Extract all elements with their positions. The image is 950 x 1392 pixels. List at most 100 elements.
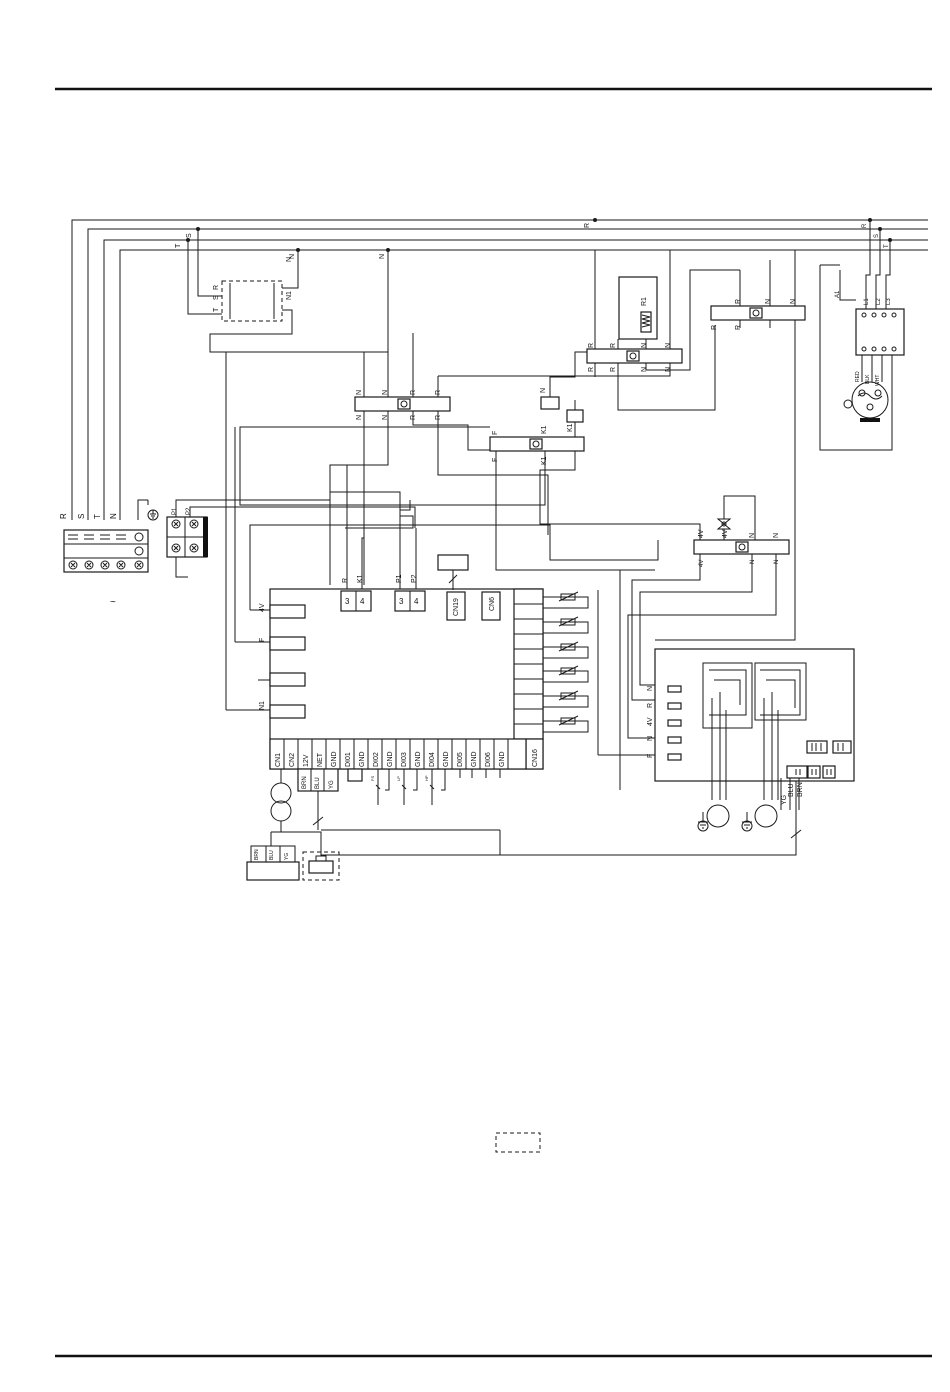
cr-top-3: N (665, 343, 672, 348)
terminal-label-t: T (93, 514, 102, 519)
contactor-left: N N R R N N R R (329, 250, 549, 585)
remote-yg: YG (284, 853, 290, 860)
switch-hp: HP (424, 775, 429, 781)
valve-4v: 4V 4V N N 4V N N (539, 451, 790, 739)
p2-label: P2 (186, 507, 192, 515)
cf-top-0: R (735, 299, 742, 304)
valve-b-n1: N (750, 560, 756, 564)
outdoor-f: F (647, 754, 654, 758)
bottom-di03: DI03 (401, 752, 408, 767)
power-terminal-block: R S T N ~ (59, 499, 159, 608)
cr-bot-3: N (665, 367, 672, 372)
cf-top-1: R (735, 325, 742, 330)
valve-4v-a: 4V (698, 529, 705, 538)
k1-top: K1 (541, 425, 548, 434)
switch-lp: LP (396, 776, 401, 781)
bottom-net: NET (317, 752, 324, 767)
comp-l2: L2 (876, 298, 882, 305)
board-left-4v: 4V (259, 603, 266, 612)
cf-top-3: N (790, 299, 797, 304)
bottom-gnd6: GND (471, 751, 478, 767)
outdoor-blu: BLU (788, 783, 795, 797)
board-cn19: CN19 (453, 598, 460, 616)
bus-label-n1: N (289, 254, 296, 259)
bottom-gnd2: GND (359, 751, 366, 767)
cl-top-1: N (382, 390, 389, 395)
bottom-di04: DI04 (429, 752, 436, 767)
comp-wht: WHT (875, 375, 881, 386)
outdoor-r: R (647, 703, 654, 708)
comp-r: R (862, 223, 868, 228)
tx-s: S (213, 295, 220, 300)
comp-t: T (884, 244, 890, 248)
tx-t: T (213, 307, 220, 312)
k1-side: K1 (567, 423, 574, 432)
legend-placeholder (495, 1132, 541, 1153)
bottom-cn1: CN1 (275, 753, 282, 767)
bottom-di05: DI05 (457, 752, 464, 767)
outdoor-4v: 4V (647, 717, 654, 726)
board-wire-blu: BLU (315, 777, 321, 789)
contactor-right: R1 R R N N R R N N (438, 250, 740, 411)
comp-a1: A1 (835, 290, 841, 298)
board-conn-p2: P2 (411, 574, 418, 583)
bottom-12v: 12V (303, 754, 310, 767)
bottom-gnd5: GND (443, 751, 450, 767)
outdoor-n1: N (647, 686, 654, 691)
valve-b-n2: N (774, 560, 780, 564)
relay-k1: F K1 N K1 F K1 (239, 250, 621, 790)
comp-blk: BLK (865, 374, 871, 384)
cl-bot-0: N (356, 415, 363, 420)
cr-top-0: R (588, 343, 595, 348)
outdoor-n2: N (647, 736, 654, 741)
cr-bot-1: R (610, 367, 617, 372)
bus-label-n2: N (379, 254, 386, 259)
cr-top-1: R (610, 343, 617, 348)
cf-top-2: N (765, 299, 772, 304)
r1-label: R1 (641, 297, 648, 306)
bottom-gnd1: GND (331, 751, 338, 767)
control-board: R K1 P1 P2 3 4 3 4 CN19 CN6 4V F N1 (225, 352, 659, 770)
comp-l3: L3 (886, 298, 892, 305)
p-terminal: P1 P2 (166, 491, 416, 578)
remote-blu: BLU (269, 850, 275, 860)
tx-n: N (286, 257, 293, 262)
compressor-block: L1 L2 L3 R S T A1 RED BLK WHT (819, 220, 905, 451)
valve-b-4v: 4V (699, 560, 705, 567)
ac-symbol: ~ (110, 597, 116, 608)
pin-3b: 3 (399, 597, 404, 606)
outdoor-yg: YG (781, 795, 788, 805)
bus-label-t: T (175, 243, 182, 248)
cr-bot-0: R (588, 367, 595, 372)
bottom-gnd3: GND (387, 751, 394, 767)
board-conn-r: R (342, 578, 349, 583)
outdoor-unit: N R 4V N F YG BLU BRN (597, 569, 855, 832)
bottom-cn2: CN2 (289, 753, 296, 767)
comp-red: RED (855, 371, 861, 382)
cr-bot-2: N (641, 367, 648, 372)
board-bottom-wiring: BRN BLU YG FS LP HP (270, 768, 802, 856)
bus-lines: T S R N N (71, 218, 928, 520)
bottom-di01: DI01 (345, 752, 352, 767)
board-conn-k1: K1 (357, 574, 364, 583)
board-left-f: F (259, 638, 266, 642)
bus-label-s: S (186, 233, 193, 238)
board-cn16: CN16 (532, 749, 539, 767)
terminal-label-s: S (77, 514, 86, 519)
p1-label: P1 (172, 507, 178, 515)
board-cn6: CN6 (489, 597, 496, 611)
transformer: R S T N N1 (187, 229, 388, 353)
contactor-far: R R R N N (655, 250, 806, 641)
remote-controller: BRN BLU YG (246, 832, 340, 881)
board-wire-yg: YG (329, 780, 335, 789)
valve-4v-b: 4V (722, 529, 729, 538)
k1-n: N (540, 388, 547, 393)
switch-fs: FS (370, 776, 375, 781)
tx-n1: N1 (286, 291, 293, 300)
terminal-label-r: R (59, 513, 68, 519)
cf-side: R (711, 325, 718, 330)
bus-label-r: R (584, 223, 591, 228)
board-left-n1: N1 (259, 701, 266, 710)
board-wire-brn: BRN (302, 776, 308, 789)
